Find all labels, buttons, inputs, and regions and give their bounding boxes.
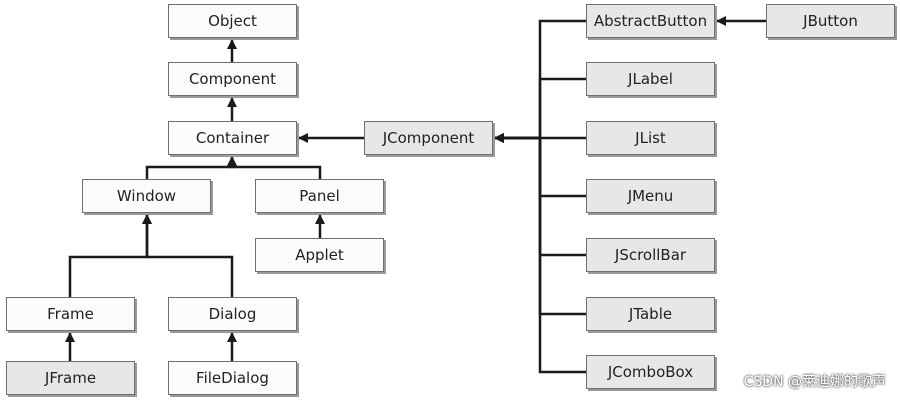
- node-jtable: JTable: [586, 297, 715, 331]
- node-jcombobox: JComboBox: [586, 355, 715, 389]
- node-container: Container: [168, 121, 297, 155]
- node-jlist: JList: [586, 121, 715, 155]
- node-jbutton: JButton: [766, 4, 895, 38]
- node-component: Component: [168, 62, 297, 96]
- inheritance-arrow-window-to-container: [145, 156, 237, 179]
- node-dialog: Dialog: [168, 297, 297, 331]
- node-jframe: JFrame: [6, 361, 135, 395]
- node-applet: Applet: [255, 238, 384, 272]
- inheritance-arrow-jcombobox-to-jcomponent: [494, 133, 586, 374]
- node-object: Object: [168, 4, 297, 38]
- node-window: Window: [82, 179, 211, 213]
- node-jcomponent: JComponent: [364, 121, 493, 155]
- node-abstractbutton: AbstractButton: [586, 4, 715, 38]
- node-jscrollbar: JScrollBar: [586, 238, 715, 272]
- node-panel: Panel: [255, 179, 384, 213]
- inheritance-arrow-panel-to-container: [227, 156, 322, 179]
- inheritance-arrow-jlabel-to-jcomponent: [494, 77, 586, 143]
- node-jmenu: JMenu: [586, 179, 715, 213]
- watermark-text: CSDN @莱迪娜的歌声: [743, 374, 886, 390]
- inheritance-arrow-dialog-to-window: [142, 214, 234, 297]
- node-frame: Frame: [6, 297, 135, 331]
- node-jlabel: JLabel: [586, 62, 715, 96]
- node-filedialog: FileDialog: [168, 361, 297, 395]
- inheritance-arrow-frame-to-window: [68, 214, 152, 297]
